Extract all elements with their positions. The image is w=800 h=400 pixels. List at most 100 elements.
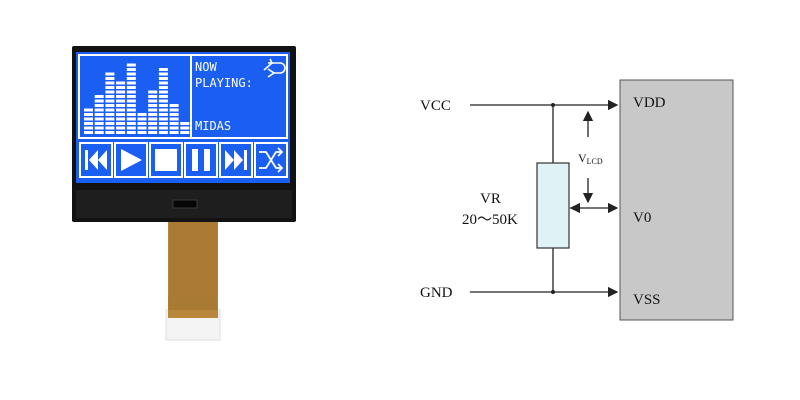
equalizer-segment	[169, 117, 179, 121]
equalizer-segment	[148, 113, 158, 116]
repeat-icon	[263, 58, 286, 78]
vss-label: VSS	[633, 292, 661, 308]
equalizer-segment	[148, 122, 158, 125]
pause-icon	[192, 149, 210, 171]
equalizer-segment	[94, 104, 104, 107]
equalizer-segment	[105, 77, 115, 80]
vcc-label: VCC	[420, 98, 451, 114]
rewind-icon	[85, 150, 107, 170]
equalizer-segment	[116, 117, 126, 121]
contrast-circuit-diagram: VCC GND VDD V0 VSS VLCD VR 20～50K	[420, 79, 734, 321]
equalizer-segment	[105, 117, 115, 121]
vdd-label: VDD	[633, 95, 666, 111]
gnd-label: GND	[420, 285, 453, 301]
play-icon	[121, 149, 142, 171]
flex-cable	[168, 218, 218, 318]
equalizer-segment	[158, 95, 168, 98]
equalizer-segment	[126, 117, 136, 121]
playing-label: PLAYING:	[195, 76, 253, 90]
equalizer-segment	[126, 104, 136, 107]
equalizer-segment	[169, 113, 179, 116]
equalizer-segment	[158, 113, 168, 116]
equalizer-segment	[158, 77, 168, 80]
equalizer-segment	[126, 113, 136, 116]
equalizer-segment	[116, 99, 126, 103]
equalizer-segment	[137, 126, 147, 130]
equalizer-segment	[105, 99, 115, 103]
equalizer-segment	[116, 86, 126, 89]
equalizer-segment	[158, 72, 168, 76]
stop-icon	[155, 149, 177, 171]
equalizer-segment	[105, 131, 115, 134]
equalizer-bar	[148, 90, 158, 134]
equalizer-segment	[148, 108, 158, 112]
equalizer-segment	[148, 90, 158, 94]
equalizer-segment	[180, 131, 190, 134]
resistor-value-label: 20～50K	[462, 212, 518, 228]
equalizer-segment	[116, 108, 126, 112]
equalizer-segment	[116, 95, 126, 98]
equalizer-segment	[116, 126, 126, 130]
lcd-module-illustration: NOW PLAYING: MIDAS	[72, 46, 296, 341]
equalizer-segment	[84, 122, 93, 125]
equalizer-segment	[158, 117, 168, 121]
equalizer-segment	[105, 81, 115, 85]
equalizer-segment	[137, 131, 147, 134]
play-button	[114, 142, 148, 178]
equalizer-segment	[84, 108, 93, 112]
equalizer-segment	[158, 81, 168, 85]
equalizer-segment	[116, 90, 126, 94]
shuffle-icon	[259, 147, 284, 173]
fast-forward-button	[219, 142, 253, 178]
equalizer-segment	[137, 117, 147, 121]
equalizer-segment	[148, 104, 158, 107]
now-label: NOW	[195, 60, 217, 74]
equalizer-segment	[105, 113, 115, 116]
fast-forward-icon	[225, 150, 247, 170]
equalizer-segment	[126, 122, 136, 125]
lcd-controller-chip	[619, 79, 734, 321]
equalizer-segment	[94, 122, 104, 125]
equalizer-segment	[158, 108, 168, 112]
equalizer-bars	[84, 63, 190, 134]
equalizer-bar	[126, 63, 136, 134]
equalizer-segment	[158, 104, 168, 107]
equalizer-segment	[116, 131, 126, 134]
equalizer-segment	[148, 95, 158, 98]
equalizer-segment	[84, 117, 93, 121]
equalizer-segment	[158, 68, 168, 71]
equalizer-segment	[84, 126, 93, 130]
vcc-junction	[551, 103, 555, 107]
equalizer-segment	[126, 86, 136, 89]
equalizer-segment	[94, 131, 104, 134]
v0-label: V0	[633, 210, 651, 226]
equalizer-segment	[105, 90, 115, 94]
equalizer-segment	[148, 117, 158, 121]
playback-controls	[79, 142, 288, 178]
equalizer-segment	[94, 126, 104, 130]
equalizer-segment	[126, 90, 136, 94]
equalizer-segment	[105, 86, 115, 89]
resistor-name-label: VR	[480, 191, 501, 207]
equalizer-segment	[116, 81, 126, 85]
equalizer-segment	[158, 86, 168, 89]
equalizer-segment	[158, 99, 168, 103]
equalizer-segment	[105, 108, 115, 112]
equalizer-segment	[126, 81, 136, 85]
equalizer-segment	[169, 104, 179, 107]
equalizer-segment	[94, 95, 104, 98]
equalizer-segment	[169, 108, 179, 112]
equalizer-segment	[169, 131, 179, 134]
pause-button	[184, 142, 218, 178]
equalizer-segment	[94, 108, 104, 112]
equalizer-segment	[116, 113, 126, 116]
equalizer-segment	[105, 126, 115, 130]
equalizer-segment	[158, 126, 168, 130]
lcd-top-panel	[78, 54, 288, 139]
equalizer-segment	[148, 99, 158, 103]
equalizer-segment	[148, 126, 158, 130]
equalizer-segment	[158, 90, 168, 94]
equalizer-segment	[137, 122, 147, 125]
variable-resistor	[536, 162, 570, 249]
equalizer-segment	[180, 122, 190, 125]
